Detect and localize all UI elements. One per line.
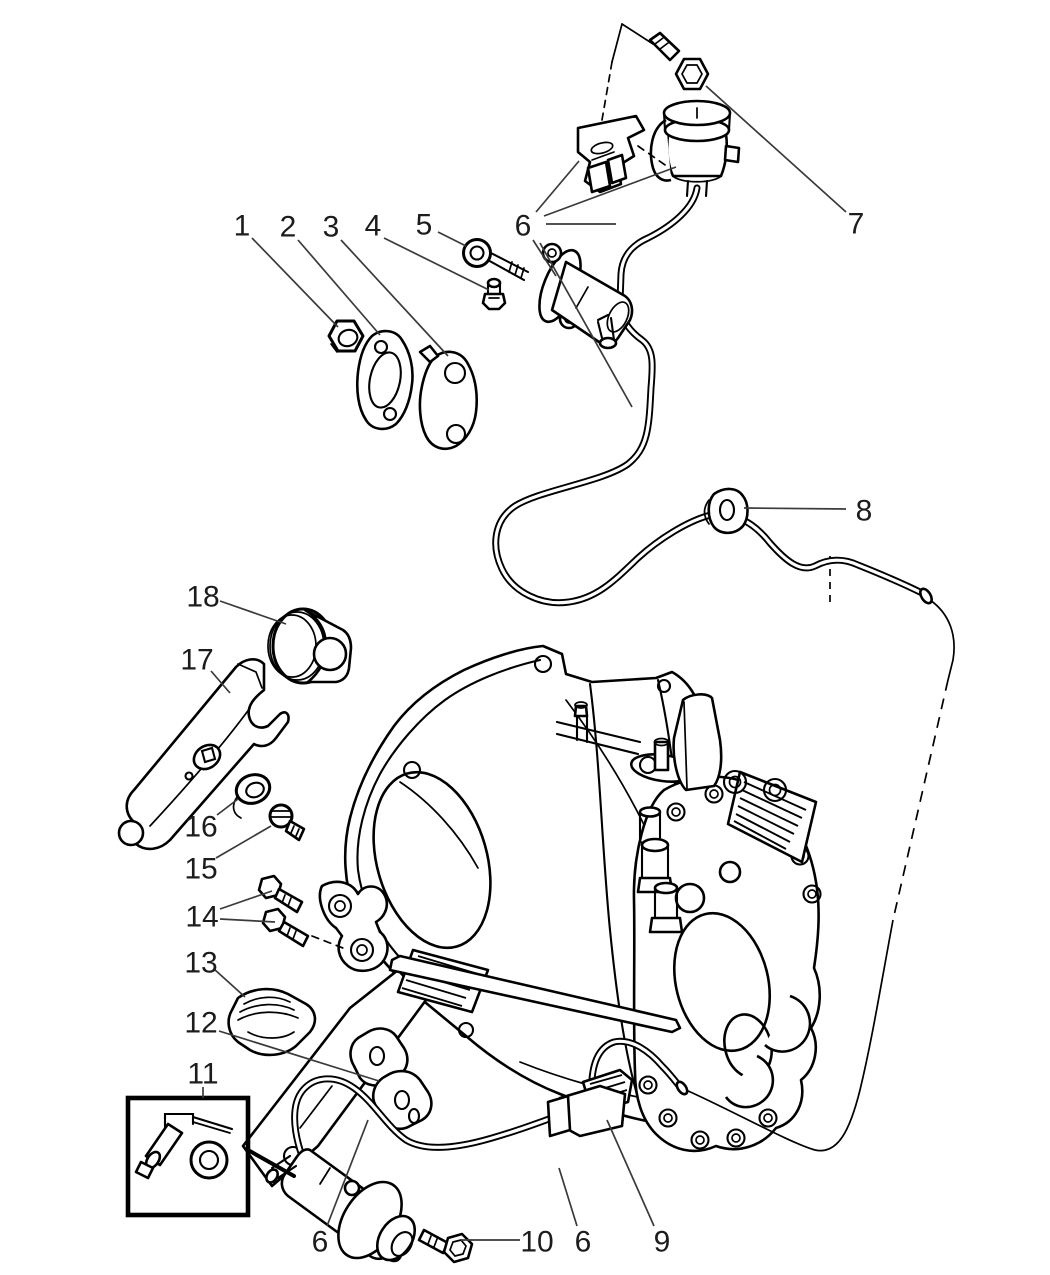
callout-2-label: 2	[280, 211, 297, 244]
mc-pushrod	[484, 257, 526, 282]
reservoir-bracket	[576, 23, 669, 194]
transmission-assembly	[241, 644, 822, 1188]
detail-box	[125, 1095, 296, 1218]
callout-8-leader	[743, 507, 847, 510]
mc-pushrod	[487, 250, 530, 274]
lower-rod	[388, 954, 682, 1034]
end-face-boss	[672, 911, 772, 1053]
clutch-cavity	[372, 770, 492, 950]
release-bearing	[267, 607, 353, 685]
callout-7-label: 7	[848, 208, 865, 241]
case-bosses	[636, 769, 788, 934]
callout-5-leader	[437, 231, 467, 247]
callout-4-label: 4	[365, 210, 382, 243]
callout-6-leader	[539, 242, 633, 408]
bushing	[189, 1140, 229, 1180]
reservoir-bolt	[648, 31, 710, 91]
callout-7-leader	[705, 85, 847, 213]
callout-6-leader	[558, 1167, 578, 1227]
callout-18-label: 18	[186, 581, 219, 614]
callout-11-label: 11	[187, 1058, 218, 1091]
ball-stud	[268, 803, 306, 842]
callout-17-label: 17	[180, 644, 213, 677]
reservoir-nub	[723, 144, 741, 164]
plate-tab	[418, 344, 440, 364]
ear-hole	[533, 654, 553, 674]
stud-part4	[481, 277, 507, 311]
callout-18-leader	[219, 600, 287, 625]
callout-6-label: 6	[515, 210, 532, 243]
line-open-end	[675, 1080, 689, 1096]
mount-bracket	[311, 880, 389, 973]
fluid-reservoir	[649, 99, 741, 198]
access-cover	[227, 987, 317, 1057]
callout-16-leader	[216, 798, 239, 816]
mount-bolts	[257, 874, 310, 948]
callout-2-leader	[297, 239, 381, 336]
callout-6-label: 6	[312, 1226, 329, 1259]
callout-15-label: 15	[184, 853, 217, 886]
cover-plate-part3	[418, 344, 479, 450]
nut-part1	[327, 319, 365, 353]
callout-12-label: 12	[184, 1007, 217, 1040]
case-rib	[588, 682, 640, 1100]
retainer-clip	[163, 1112, 195, 1140]
pivot-ring	[232, 773, 272, 819]
callout-14-label: 14	[185, 901, 218, 934]
callout-13-label: 13	[184, 947, 217, 980]
line-clamp	[349, 1027, 433, 1131]
callout-1-label: 1	[234, 210, 251, 243]
callout-6-leader	[535, 160, 580, 213]
phantom-route-line	[685, 556, 955, 1152]
cover-lug	[764, 994, 812, 1053]
callout-8-label: 8	[856, 495, 873, 528]
grommet	[703, 487, 749, 535]
callout-1-leader	[251, 237, 339, 328]
shift-lever	[555, 693, 723, 792]
reservoir-clamp	[649, 118, 672, 182]
callout-3-leader	[340, 239, 449, 357]
line-open-end	[918, 587, 934, 605]
callout-9-label: 9	[654, 1226, 671, 1259]
slave-bolt	[417, 1228, 474, 1264]
callout-6-label: 6	[575, 1226, 592, 1259]
callout-15-leader	[215, 825, 272, 859]
callout-6-leader	[326, 1119, 369, 1227]
cavity-shadow	[399, 781, 479, 869]
callout-16-label: 16	[184, 811, 217, 844]
callout-6-leader	[532, 239, 557, 277]
clutch-fork	[117, 658, 290, 851]
gasket-part2	[355, 329, 414, 431]
callout-6-leader	[543, 166, 677, 217]
callout-14-leader	[219, 890, 273, 910]
cover-lug	[724, 1054, 775, 1109]
alignment-line	[601, 61, 613, 121]
callout-5-label: 5	[416, 209, 433, 242]
alignment-line	[611, 23, 623, 63]
mc-port	[598, 336, 618, 350]
callout-10-label: 10	[520, 1226, 553, 1259]
callout-13-leader	[213, 968, 246, 998]
alignment-line	[621, 23, 654, 45]
hydraulic-line-lower	[291, 1037, 689, 1160]
callout-17-leader	[210, 670, 231, 694]
callout-14-leader	[219, 918, 276, 923]
ear-hole	[656, 678, 672, 694]
ribbed-wedge	[726, 770, 818, 864]
ear-hole	[402, 760, 422, 780]
callout-4-leader	[383, 237, 490, 291]
fork-ball-end	[117, 819, 145, 847]
callout-3-label: 3	[323, 211, 340, 244]
end-face-boss	[718, 860, 742, 884]
ear-hole	[457, 1021, 475, 1039]
callout-9-leader	[606, 1119, 655, 1227]
alignment-line	[637, 145, 669, 168]
banjo-fitting	[462, 238, 492, 268]
detail-pointer	[246, 1148, 296, 1178]
callout-12-leader	[218, 1030, 380, 1082]
